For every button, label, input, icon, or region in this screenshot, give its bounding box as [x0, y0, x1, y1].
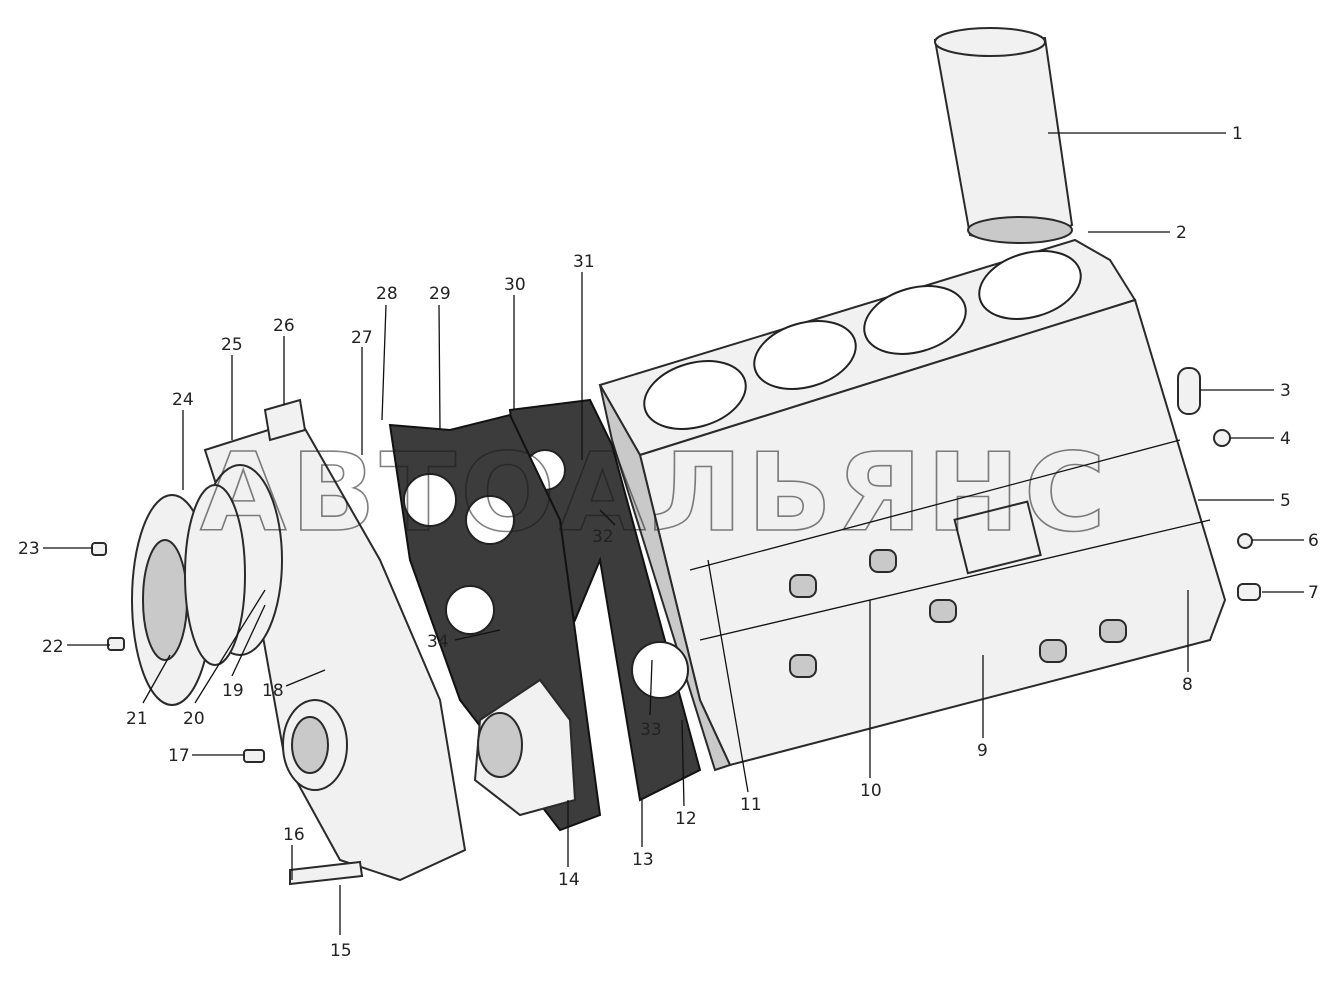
callout-28: 28 — [376, 284, 398, 304]
callout-23: 23 — [18, 539, 40, 559]
callout-11: 11 — [740, 795, 762, 815]
callout-22: 22 — [42, 637, 64, 657]
callout-20: 20 — [183, 709, 205, 729]
callout-26: 26 — [273, 316, 295, 336]
callout-4: 4 — [1280, 429, 1291, 449]
callout-12: 12 — [675, 809, 697, 829]
cylinder-liner — [933, 27, 1074, 244]
callout-5: 5 — [1280, 491, 1291, 511]
callout-19: 19 — [222, 681, 244, 701]
callout-labels: 1 2 3 4 5 6 7 8 9 10 11 12 13 14 15 16 1… — [18, 124, 1319, 961]
fan-pulley — [91, 484, 265, 763]
callout-14: 14 — [558, 870, 580, 890]
callout-2: 2 — [1176, 223, 1187, 243]
callout-24: 24 — [172, 390, 194, 410]
engine-block — [598, 238, 1261, 772]
watermark: АВТОАЛЬЯНС — [200, 431, 1110, 556]
callout-10: 10 — [860, 781, 882, 801]
callout-17: 17 — [168, 746, 190, 766]
callout-29: 29 — [429, 284, 451, 304]
callout-16: 16 — [283, 825, 305, 845]
callout-7: 7 — [1308, 583, 1319, 603]
callout-33: 33 — [640, 720, 662, 740]
callout-13: 13 — [632, 850, 654, 870]
callout-32: 32 — [592, 527, 614, 547]
front-plate — [388, 413, 602, 832]
callout-1: 1 — [1232, 124, 1243, 144]
callout-31: 31 — [573, 252, 595, 272]
callout-18: 18 — [262, 681, 284, 701]
callout-21: 21 — [126, 709, 148, 729]
callout-6: 6 — [1308, 531, 1319, 551]
callout-25: 25 — [221, 335, 243, 355]
callout-27: 27 — [351, 328, 373, 348]
leader-lines — [43, 132, 1304, 935]
callout-30: 30 — [504, 275, 526, 295]
callout-8: 8 — [1182, 675, 1193, 695]
callout-15: 15 — [330, 941, 352, 961]
callout-9: 9 — [977, 741, 988, 761]
callout-3: 3 — [1280, 381, 1291, 401]
callout-34: 34 — [427, 632, 449, 652]
